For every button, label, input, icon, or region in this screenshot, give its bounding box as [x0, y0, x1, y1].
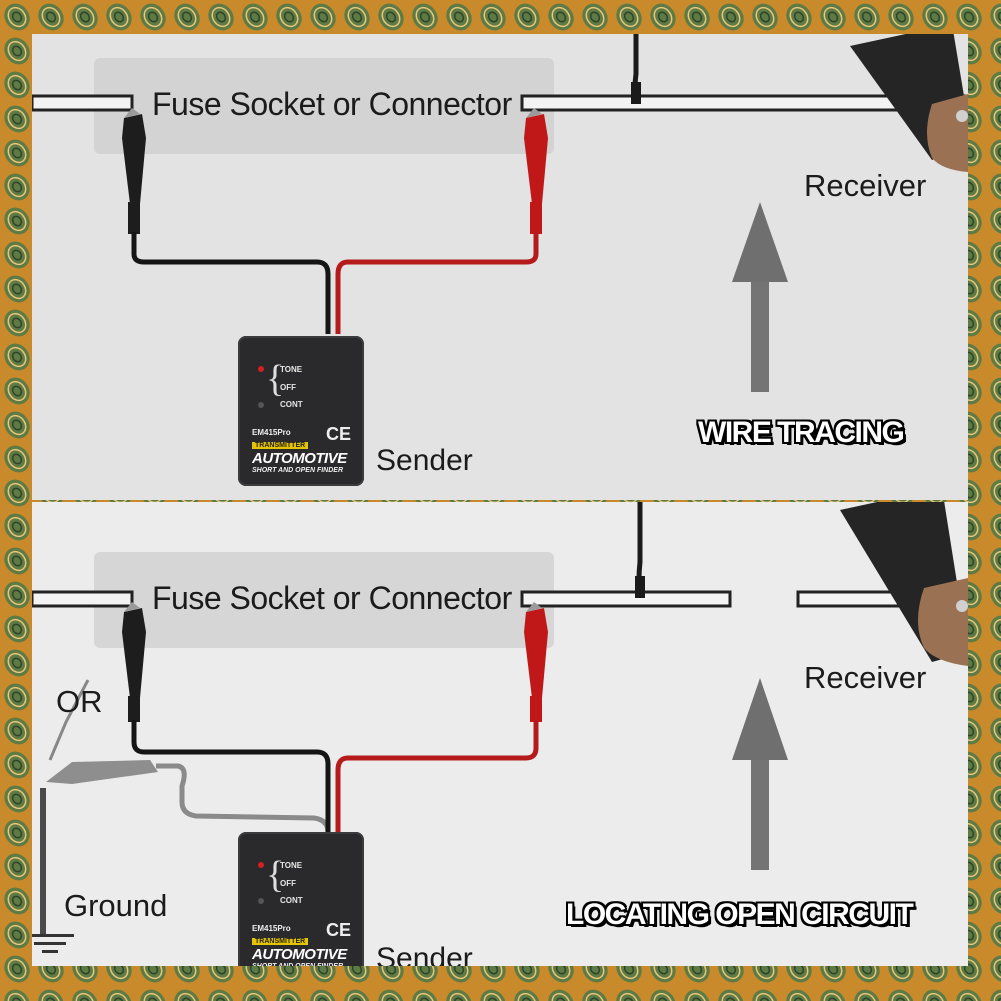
mode-off: OFF: [280, 383, 296, 392]
mode-off: OFF: [280, 879, 296, 888]
cont-led-icon: [258, 898, 264, 904]
black-test-lead: [131, 232, 331, 334]
brace-icon: {: [266, 358, 285, 400]
sender-transmitter-device: { TONE OFF CONT EM415Pro CE TRANSMITTER …: [238, 336, 364, 486]
receiver-probe-tip: [635, 576, 645, 598]
mode-tone: TONE: [280, 861, 303, 870]
receiver-label: Receiver: [804, 168, 927, 203]
open-circuit-diagram: [32, 502, 968, 953]
red-alligator-clip: [524, 108, 548, 234]
fuse-socket-box: [94, 58, 554, 154]
red-alligator-clip: [524, 602, 548, 722]
circuit-wire-right-a: [520, 590, 732, 608]
mode-cont: CONT: [280, 400, 303, 409]
transmitter-badge: TRANSMITTER: [252, 938, 309, 945]
gray-alligator-clip: [46, 760, 158, 784]
sender-label: Sender: [376, 942, 473, 966]
wire-tracing-caption: WIRE TRACING: [698, 416, 905, 449]
receiver-handset: [840, 502, 968, 666]
open-circuit-panel: Fuse Socket or Connector Receiver Sender…: [32, 502, 968, 966]
device-model: EM415Pro: [252, 428, 291, 437]
tone-led-icon: [258, 862, 264, 868]
wire-tracing-diagram: [32, 34, 968, 392]
sender-transmitter-device: { TONE OFF CONT EM415Pro CE TRANSMITTER …: [238, 832, 364, 966]
wire-tracing-panel: Fuse Socket or Connector Receiver Sender…: [32, 34, 968, 500]
automotive-text: AUTOMOTIVE: [252, 946, 347, 963]
receiver-probe-tip: [631, 82, 641, 104]
automotive-text: AUTOMOTIVE: [252, 450, 347, 467]
open-circuit-caption: LOCATING OPEN CIRCUIT: [566, 898, 914, 931]
mode-tone: TONE: [280, 365, 303, 374]
ce-mark: CE: [326, 424, 352, 444]
up-arrow-icon: [732, 678, 788, 870]
device-model: EM415Pro: [252, 924, 291, 933]
circuit-wire-left: [32, 94, 134, 112]
transmitter-badge: TRANSMITTER: [252, 442, 309, 449]
brace-icon: {: [266, 854, 285, 896]
or-label: OR: [56, 684, 103, 719]
fuse-socket-label: Fuse Socket or Connector: [152, 86, 512, 122]
red-test-lead: [335, 232, 539, 334]
receiver-label: Receiver: [804, 660, 927, 695]
or-pointer-line: [48, 679, 90, 761]
finder-text: SHORT AND OPEN FINDER: [252, 963, 343, 966]
black-alligator-clip: [122, 602, 146, 722]
ground-label: Ground: [64, 888, 168, 923]
sender-label: Sender: [376, 444, 473, 477]
gray-test-lead: [156, 763, 331, 833]
mode-cont: CONT: [280, 896, 303, 905]
circuit-wire-left: [32, 590, 134, 608]
fuse-socket-box: [94, 552, 554, 648]
cont-led-icon: [258, 402, 264, 408]
receiver-handset: [850, 34, 968, 172]
tone-led-icon: [258, 366, 264, 372]
black-alligator-clip: [122, 108, 146, 234]
red-test-lead: [335, 720, 539, 842]
finder-text: SHORT AND OPEN FINDER: [252, 467, 344, 474]
ce-mark: CE: [326, 920, 352, 940]
fuse-socket-label: Fuse Socket or Connector: [152, 580, 512, 616]
black-test-lead: [131, 720, 331, 842]
up-arrow-icon: [732, 202, 788, 392]
ground-stake: [32, 788, 74, 953]
